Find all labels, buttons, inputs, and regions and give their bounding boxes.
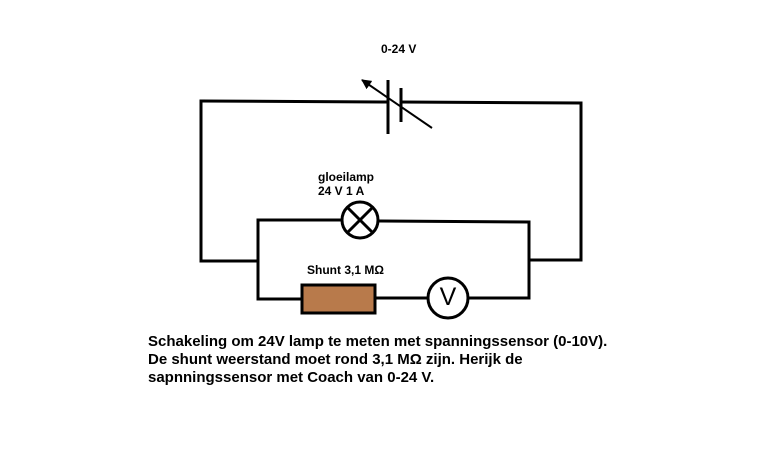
wire-lamp-right: [376, 219, 531, 224]
variable-source-symbol: [361, 79, 433, 134]
variable-arrow-icon: [361, 79, 433, 129]
caption-line-3: sapnningssensor met Coach van 0-24 V.: [148, 369, 435, 386]
lamp-label-line2: 24 V 1 A: [318, 184, 365, 198]
source-label: 0-24 V: [381, 42, 417, 56]
voltmeter-symbol: [426, 276, 470, 320]
wire-top-right: [399, 100, 583, 105]
caption-line-1: Schakeling om 24V lamp te meten met span…: [148, 333, 608, 350]
lamp-label-line1: gloeilamp: [318, 170, 375, 184]
shunt-resistor: [300, 283, 377, 315]
wire-top-left: [199, 99, 390, 104]
shunt-label: Shunt 3,1 MΩ: [307, 263, 384, 277]
caption-line-2: De shunt weerstand moet rond 3,1 MΩ zijn…: [148, 351, 523, 368]
caption: Schakeling om 24V lamp te meten met span…: [148, 333, 668, 387]
lamp-cross-b: [345, 205, 375, 235]
lamp-label: gloeilamp 24 V 1 A: [318, 170, 374, 198]
lamp-symbol: [340, 200, 380, 240]
voltmeter-letter: V: [439, 283, 457, 311]
